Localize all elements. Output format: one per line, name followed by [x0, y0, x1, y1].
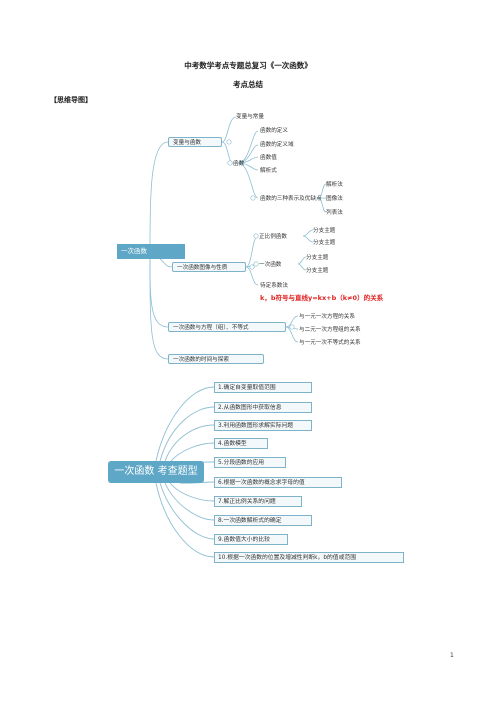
node-func-definition: 函数的定义: [260, 128, 288, 134]
node-analytic-method: 解析法: [326, 182, 343, 188]
node-undetermined-coeff: 待定系数法: [260, 283, 288, 289]
node-inequality-relation: 与一元一次不等式的关系: [299, 340, 361, 346]
question-type-item: 9.函数值大小的比较: [214, 534, 288, 545]
question-type-item: 5.分段函数的应用: [214, 457, 286, 468]
node-subtopic: 分支主题: [306, 268, 329, 274]
section-heading: 【思维导图】: [50, 96, 92, 104]
page-subtitle: 考点总结: [233, 80, 263, 89]
node-direct-proportion: 正比例函数: [259, 234, 287, 240]
node-subtopic: 分支主题: [313, 228, 336, 234]
node-func-expression: 解析式: [260, 168, 277, 174]
page-number: 1: [450, 652, 454, 659]
node-func-value: 函数值: [260, 155, 277, 161]
node-linear-equation-relation: 与一元一次方程的关系: [299, 314, 355, 320]
branch-graph-properties: 一次函数图像与性质: [172, 262, 246, 272]
node-func-domain: 函数的定义域: [260, 142, 294, 148]
question-type-item: 1.确定自变量取值范围: [214, 382, 312, 393]
question-type-item: 6.根据一次函数的概念求字母的值: [214, 477, 342, 488]
mindmap2-root: 一次函数 考查题型: [108, 461, 204, 483]
node-graph-method: 图像法: [326, 196, 343, 202]
node-subtopic: 分支主题: [306, 255, 329, 261]
node-equation-system-relation: 与二元一次方程组的关系: [299, 327, 361, 333]
mindmap1-root: 一次函数: [117, 244, 185, 259]
page-title: 中考数学考点专题总复习《一次函数》: [184, 61, 312, 70]
question-type-item: 3.利用函数图形求解实际问题: [214, 420, 312, 431]
question-type-item: 8.一次函数解析式的确定: [214, 515, 312, 526]
node-three-representations: 函数的三种表示及优缺点: [260, 196, 322, 202]
node-var-const: 变量与常量: [236, 114, 264, 120]
node-subtopic: 分支主题: [313, 240, 336, 246]
branch-exploration: 一次函数的时间与探索: [168, 354, 264, 364]
node-linear-function: 一次函数: [259, 262, 282, 268]
question-type-item: 4.函数模型: [214, 438, 268, 449]
question-type-item: 2.从函数图形中获取信息: [214, 402, 312, 413]
branch-equations-inequalities: 一次函数与方程（组）、不等式: [168, 322, 286, 332]
branch-variable-function: 变量与函数: [168, 137, 222, 147]
node-function: 函数: [233, 161, 245, 167]
question-type-item: 7.解正比例关系的问题: [214, 496, 302, 507]
question-type-item: 10.根据一次函数的位置及增减性判断k，b的值或范围: [214, 552, 404, 563]
node-table-method: 列表法: [326, 210, 343, 216]
node-kb-relationship: k，b符号与直线y=kx+b（k≠0）的关系: [260, 294, 384, 302]
